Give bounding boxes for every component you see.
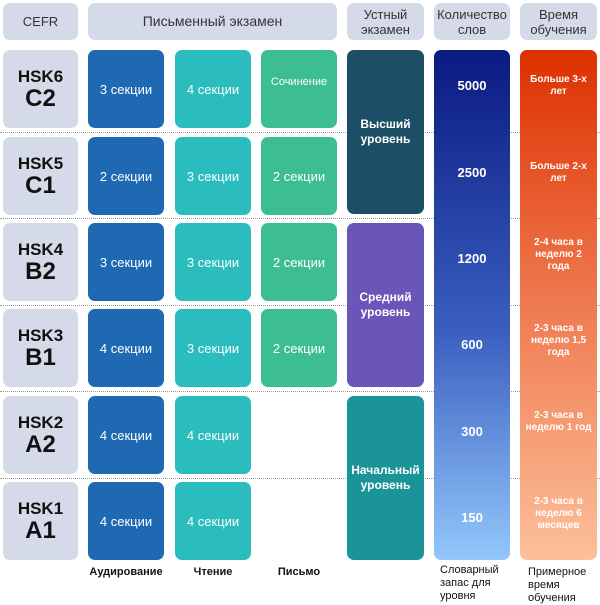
word-count: 5000 [457,78,487,93]
footer-writing: Письмо [277,566,321,578]
reading-cell: 3 секции [175,137,251,215]
reading-cell: 4 секции [175,50,251,128]
oral-low-level: Начальный уровень [347,396,424,560]
cefr-level: B2 [25,257,56,285]
word-count: 300 [461,424,483,439]
level-label: HSK3 B1 [3,309,78,387]
study-time-bar [520,50,597,560]
reading-cell: 3 секции [175,223,251,301]
header-written-exam: Письменный экзамен [88,3,337,40]
oral-mid-level: Средний уровень [347,223,424,387]
word-count-bar [434,50,510,560]
cefr-level: A2 [25,430,56,458]
listening-cell: 2 секции [88,137,164,215]
reading-cell: 4 секции [175,396,251,474]
level-label: HSK2 A2 [3,396,78,474]
listening-cell: 4 секции [88,309,164,387]
divider [0,218,600,219]
footer-reading: Чтение [193,566,233,578]
word-count: 2500 [457,165,487,180]
footer-time: Примерное время обучения [528,566,587,604]
hsk-level: HSK1 [17,498,64,518]
level-label: HSK1 A1 [3,482,78,560]
header-word-count: Количество слов [434,3,510,40]
word-count: 1200 [457,251,487,266]
word-count: 600 [461,337,483,352]
cefr-level: C1 [25,171,56,199]
level-label: HSK5 C1 [3,137,78,215]
oral-high-level: Высший уровень [347,50,424,214]
hsk-level: HSK5 [17,153,64,173]
footer-listening: Аудирование [89,566,163,578]
header-oral-exam: Устный экзамен [347,3,424,40]
writing-cell: 2 секции [261,223,337,301]
cefr-level: A1 [25,516,56,544]
study-time: 2-3 часа в неделю 1 год [525,410,592,433]
footer-words: Словарный запас для уровня [440,564,499,602]
hsk-level: HSK4 [17,239,64,259]
listening-cell: 4 секции [88,482,164,560]
writing-cell: Сочинение [261,50,337,128]
study-time: 2-3 часа в неделю 6 месяцев [534,496,583,531]
writing-cell: 2 секции [261,137,337,215]
hsk-level: HSK3 [17,325,64,345]
reading-cell: 4 секции [175,482,251,560]
study-time: Больше 2-х лет [530,161,587,184]
study-time: 2-3 часа в неделю 1,5 года [530,323,587,358]
divider [0,305,600,306]
divider [0,391,600,392]
cefr-level: C2 [25,84,56,112]
divider [0,478,600,479]
hsk-level: HSK2 [17,412,64,432]
hsk-level: HSK6 [17,66,64,86]
listening-cell: 3 секции [88,50,164,128]
writing-cell: 2 секции [261,309,337,387]
level-label: HSK6 C2 [3,50,78,128]
study-time: Больше 3-х лет [530,74,587,97]
study-time: 2-4 часа в неделю 2 года [534,237,583,272]
listening-cell: 4 секции [88,396,164,474]
level-label: HSK4 B2 [3,223,78,301]
header-cefr: CEFR [3,3,78,40]
reading-cell: 3 секции [175,309,251,387]
word-count: 150 [461,510,483,525]
listening-cell: 3 секции [88,223,164,301]
header-study-time: Время обучения [520,3,597,40]
divider [0,132,600,133]
cefr-level: B1 [25,343,56,371]
